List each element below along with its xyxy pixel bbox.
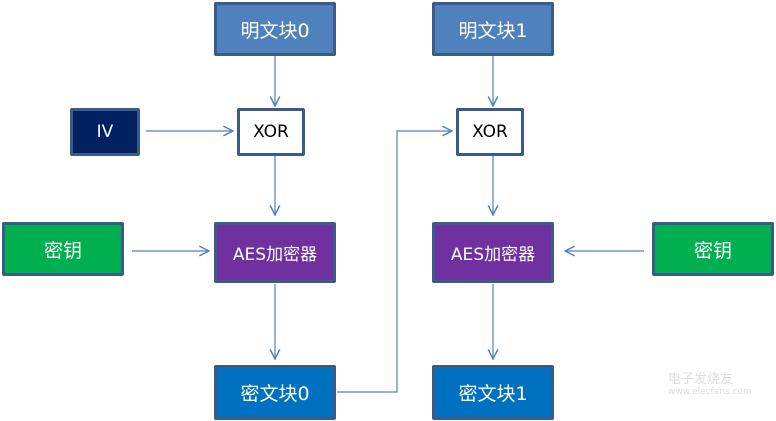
key-box-0: 密钥 bbox=[2, 222, 124, 276]
ciphertext-block-0: 密文块0 bbox=[214, 365, 336, 420]
plaintext-block-0: 明文块0 bbox=[214, 2, 336, 56]
aes-encryptor-1: AES加密器 bbox=[432, 222, 554, 283]
xor-box-1: XOR bbox=[456, 108, 524, 156]
watermark: 电子发烧友 www.elecfans.com bbox=[630, 368, 752, 397]
aes-encryptor-0: AES加密器 bbox=[214, 222, 336, 283]
ciphertext-block-1: 密文块1 bbox=[432, 365, 554, 420]
key-box-1: 密钥 bbox=[652, 222, 774, 276]
watermark-url: www.elecfans.com bbox=[668, 387, 752, 397]
iv-box: IV bbox=[70, 108, 140, 156]
xor-box-0: XOR bbox=[237, 108, 305, 156]
plaintext-block-1: 明文块1 bbox=[432, 2, 554, 56]
watermark-name: 电子发烧友 bbox=[668, 372, 734, 387]
arrow-ct0-xor1 bbox=[337, 131, 452, 393]
